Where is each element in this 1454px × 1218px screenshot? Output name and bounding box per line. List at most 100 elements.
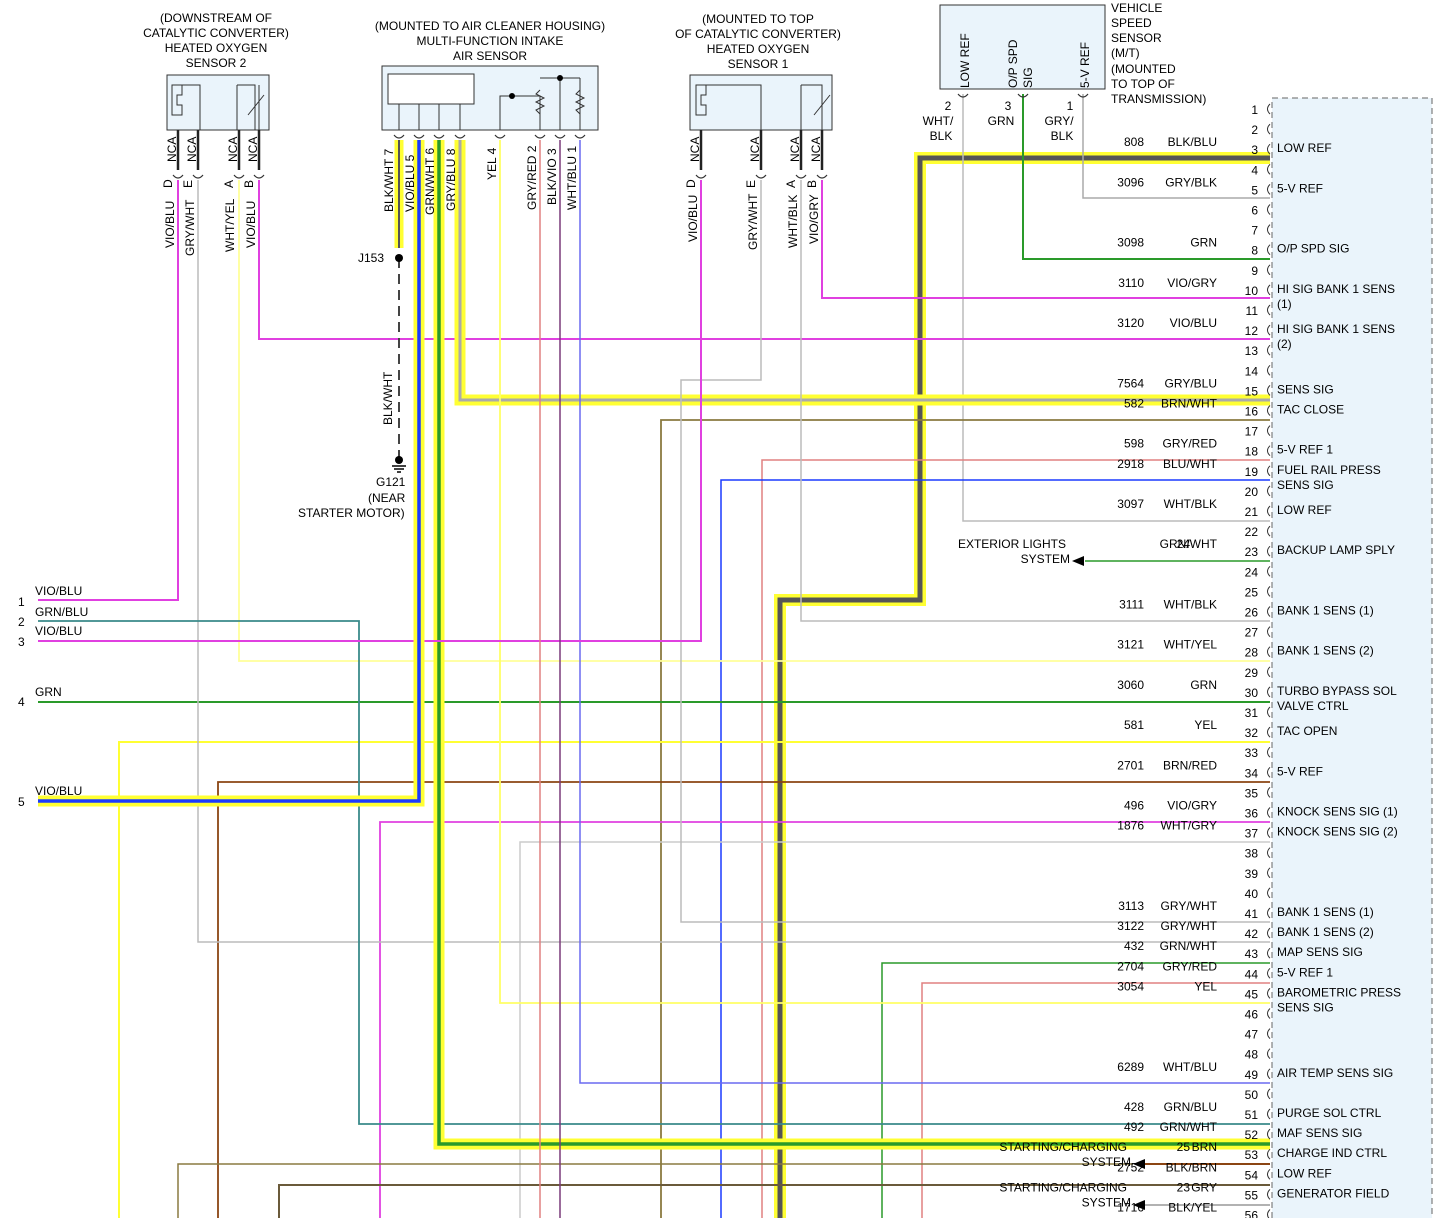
wire-color: WHT/BLK: [1164, 598, 1217, 612]
ecm-pin-number: 56: [1245, 1209, 1259, 1218]
ecm-pin-label: LOW REF: [1277, 141, 1332, 155]
ecm-pin-number: 27: [1245, 626, 1259, 640]
ecm-pin-label: SENS SIG: [1277, 382, 1334, 396]
svg-text:E: E: [181, 180, 195, 188]
svg-text:VIO/BLU: VIO/BLU: [35, 784, 82, 798]
circuit-number: 25: [1177, 1140, 1191, 1154]
ecm-pin-terminal: [1267, 244, 1271, 256]
svg-text:TRANSMISSION): TRANSMISSION): [1111, 92, 1206, 106]
svg-text:LOW REF: LOW REF: [958, 33, 972, 88]
wire-598: [761, 459, 1270, 1218]
ecm-pin-terminal: [1267, 565, 1271, 577]
circuit-number: 808: [1124, 135, 1144, 149]
ecm-pin-number: 6: [1251, 204, 1258, 218]
ecm-pin-number: 2: [1251, 123, 1258, 137]
ecm-pin-terminal: [1267, 606, 1271, 617]
ecm-pin-terminal: [1267, 947, 1271, 959]
ecm-pin-terminal: [1267, 324, 1271, 336]
ecm-pin-number: 48: [1245, 1048, 1259, 1062]
ecm-pin-number: 25: [1245, 585, 1259, 599]
ecm-pin-terminal: [1267, 123, 1271, 135]
ecm-pin-number: 24: [1245, 565, 1259, 579]
wire-3098: [1022, 94, 1270, 260]
ecm-pin-number: 51: [1245, 1108, 1259, 1122]
svg-text:(M/T): (M/T): [1111, 46, 1140, 60]
ecm-pin-terminal: [1267, 224, 1271, 235]
svg-text:GRN/BLU: GRN/BLU: [35, 605, 88, 619]
vehicle-speed-sensor: [939, 4, 1106, 90]
ecm-pin-label: KNOCK SENS SIG (1): [1277, 805, 1398, 819]
ecm-pin-number: 21: [1245, 505, 1259, 519]
ecm-pin-label: PURGE SOL CTRL: [1277, 1106, 1382, 1120]
circuit-number: 3113: [1118, 899, 1144, 913]
ecm-pin-number: 41: [1245, 907, 1259, 921]
ecm-pin-number: 9: [1251, 264, 1258, 278]
svg-text:GRN: GRN: [35, 685, 62, 699]
ecm-pin-number: 45: [1245, 987, 1259, 1001]
ecm-pin-number: 52: [1245, 1128, 1259, 1142]
ecm-pin-number: 31: [1245, 706, 1259, 720]
external-system-2: SYSTEM: [1021, 552, 1070, 566]
ecm-pin-number: 37: [1245, 827, 1259, 841]
svg-text:A: A: [222, 180, 236, 188]
circuit-number: 3111: [1119, 598, 1144, 612]
svg-text:GRY/RED 2: GRY/RED 2: [525, 145, 539, 210]
svg-text:YEL 4: YEL 4: [485, 147, 499, 180]
wire-color: WHT/BLK: [1164, 497, 1217, 511]
ecm-pin-label-2: (1): [1277, 297, 1292, 311]
ecm-pin-terminal: [1267, 907, 1271, 919]
ecm-pin-terminal: [1267, 405, 1271, 416]
upstream-title-3: HEATED OXYGEN: [707, 42, 809, 56]
circuit-number: 3098: [1117, 236, 1144, 250]
ecm-pin-number: 1: [1251, 103, 1258, 117]
circuit-number: 2752: [1117, 1160, 1144, 1174]
svg-text:BLK/WHT 7: BLK/WHT 7: [382, 149, 396, 212]
wire-color: BLK/BLU: [1168, 135, 1217, 149]
wire-color: GRY/BLK: [1165, 175, 1217, 189]
ecm-pin-terminal: [1267, 646, 1271, 658]
ecm-pin-terminal: [1267, 425, 1271, 436]
svg-text:VEHICLE: VEHICLE: [1111, 1, 1162, 15]
circuit-number: 2704: [1117, 959, 1144, 973]
ecm-pin-number: 20: [1245, 485, 1259, 499]
wire-7564: [454, 140, 1270, 406]
circuit-number: 3096: [1117, 175, 1144, 189]
external-system-2: SYSTEM: [1082, 1195, 1131, 1209]
ecm-pin-terminal: [1267, 445, 1271, 457]
wire-color: BLU/WHT: [1163, 457, 1218, 471]
wire-3096: [1082, 94, 1270, 199]
ecm-pin-label: MAP SENS SIG: [1277, 945, 1363, 959]
wire-color: BRN: [1192, 1140, 1217, 1154]
wire-color: WHT/BLU: [1163, 1060, 1217, 1074]
splice-label: J153: [358, 251, 384, 265]
upstream-title-4: SENSOR 1: [728, 57, 789, 71]
ground-symbol: [392, 254, 406, 473]
ecm-pin-terminal: [1267, 284, 1271, 296]
ecm-pin-terminal: [1267, 204, 1271, 215]
terminal-marks: [172, 93, 1089, 179]
ecm-pin-terminal: [1267, 746, 1271, 758]
ecm-pin-number: 35: [1245, 786, 1259, 800]
mafs-title-3: AIR SENSOR: [453, 49, 527, 63]
circuit-number: 3060: [1117, 678, 1144, 692]
svg-text:5-V REF: 5-V REF: [1078, 42, 1092, 88]
ecm-pin-terminal: [1267, 1168, 1271, 1180]
ecm-pin-terminal: [1267, 1189, 1271, 1200]
wire-color: GRN: [1190, 678, 1217, 692]
wire-color: GRY/BLU: [1165, 376, 1217, 390]
ecm-pin-terminal: [1267, 626, 1271, 637]
svg-text:5: 5: [18, 795, 25, 809]
svg-text:A: A: [784, 180, 798, 188]
svg-text:4: 4: [18, 695, 25, 709]
svg-text:GRY/BLU 8: GRY/BLU 8: [444, 148, 458, 211]
svg-text:SENSOR: SENSOR: [1111, 31, 1162, 45]
circuit-number: 7564: [1117, 376, 1144, 390]
wire-color: GRN/WHT: [1160, 537, 1218, 551]
ecm-pin-terminal: [1267, 1209, 1271, 1218]
svg-text:1: 1: [18, 595, 25, 609]
ecm-pin-label: BANK 1 SENS (2): [1277, 925, 1374, 939]
downstream-o2-sensor: [166, 74, 270, 131]
vss-title: VEHICLE SPEED SENSOR (M/T) (MOUNTED TO T…: [1111, 1, 1206, 106]
wire-2752: [278, 1184, 1270, 1218]
wire-color: BRN/RED: [1163, 758, 1217, 772]
